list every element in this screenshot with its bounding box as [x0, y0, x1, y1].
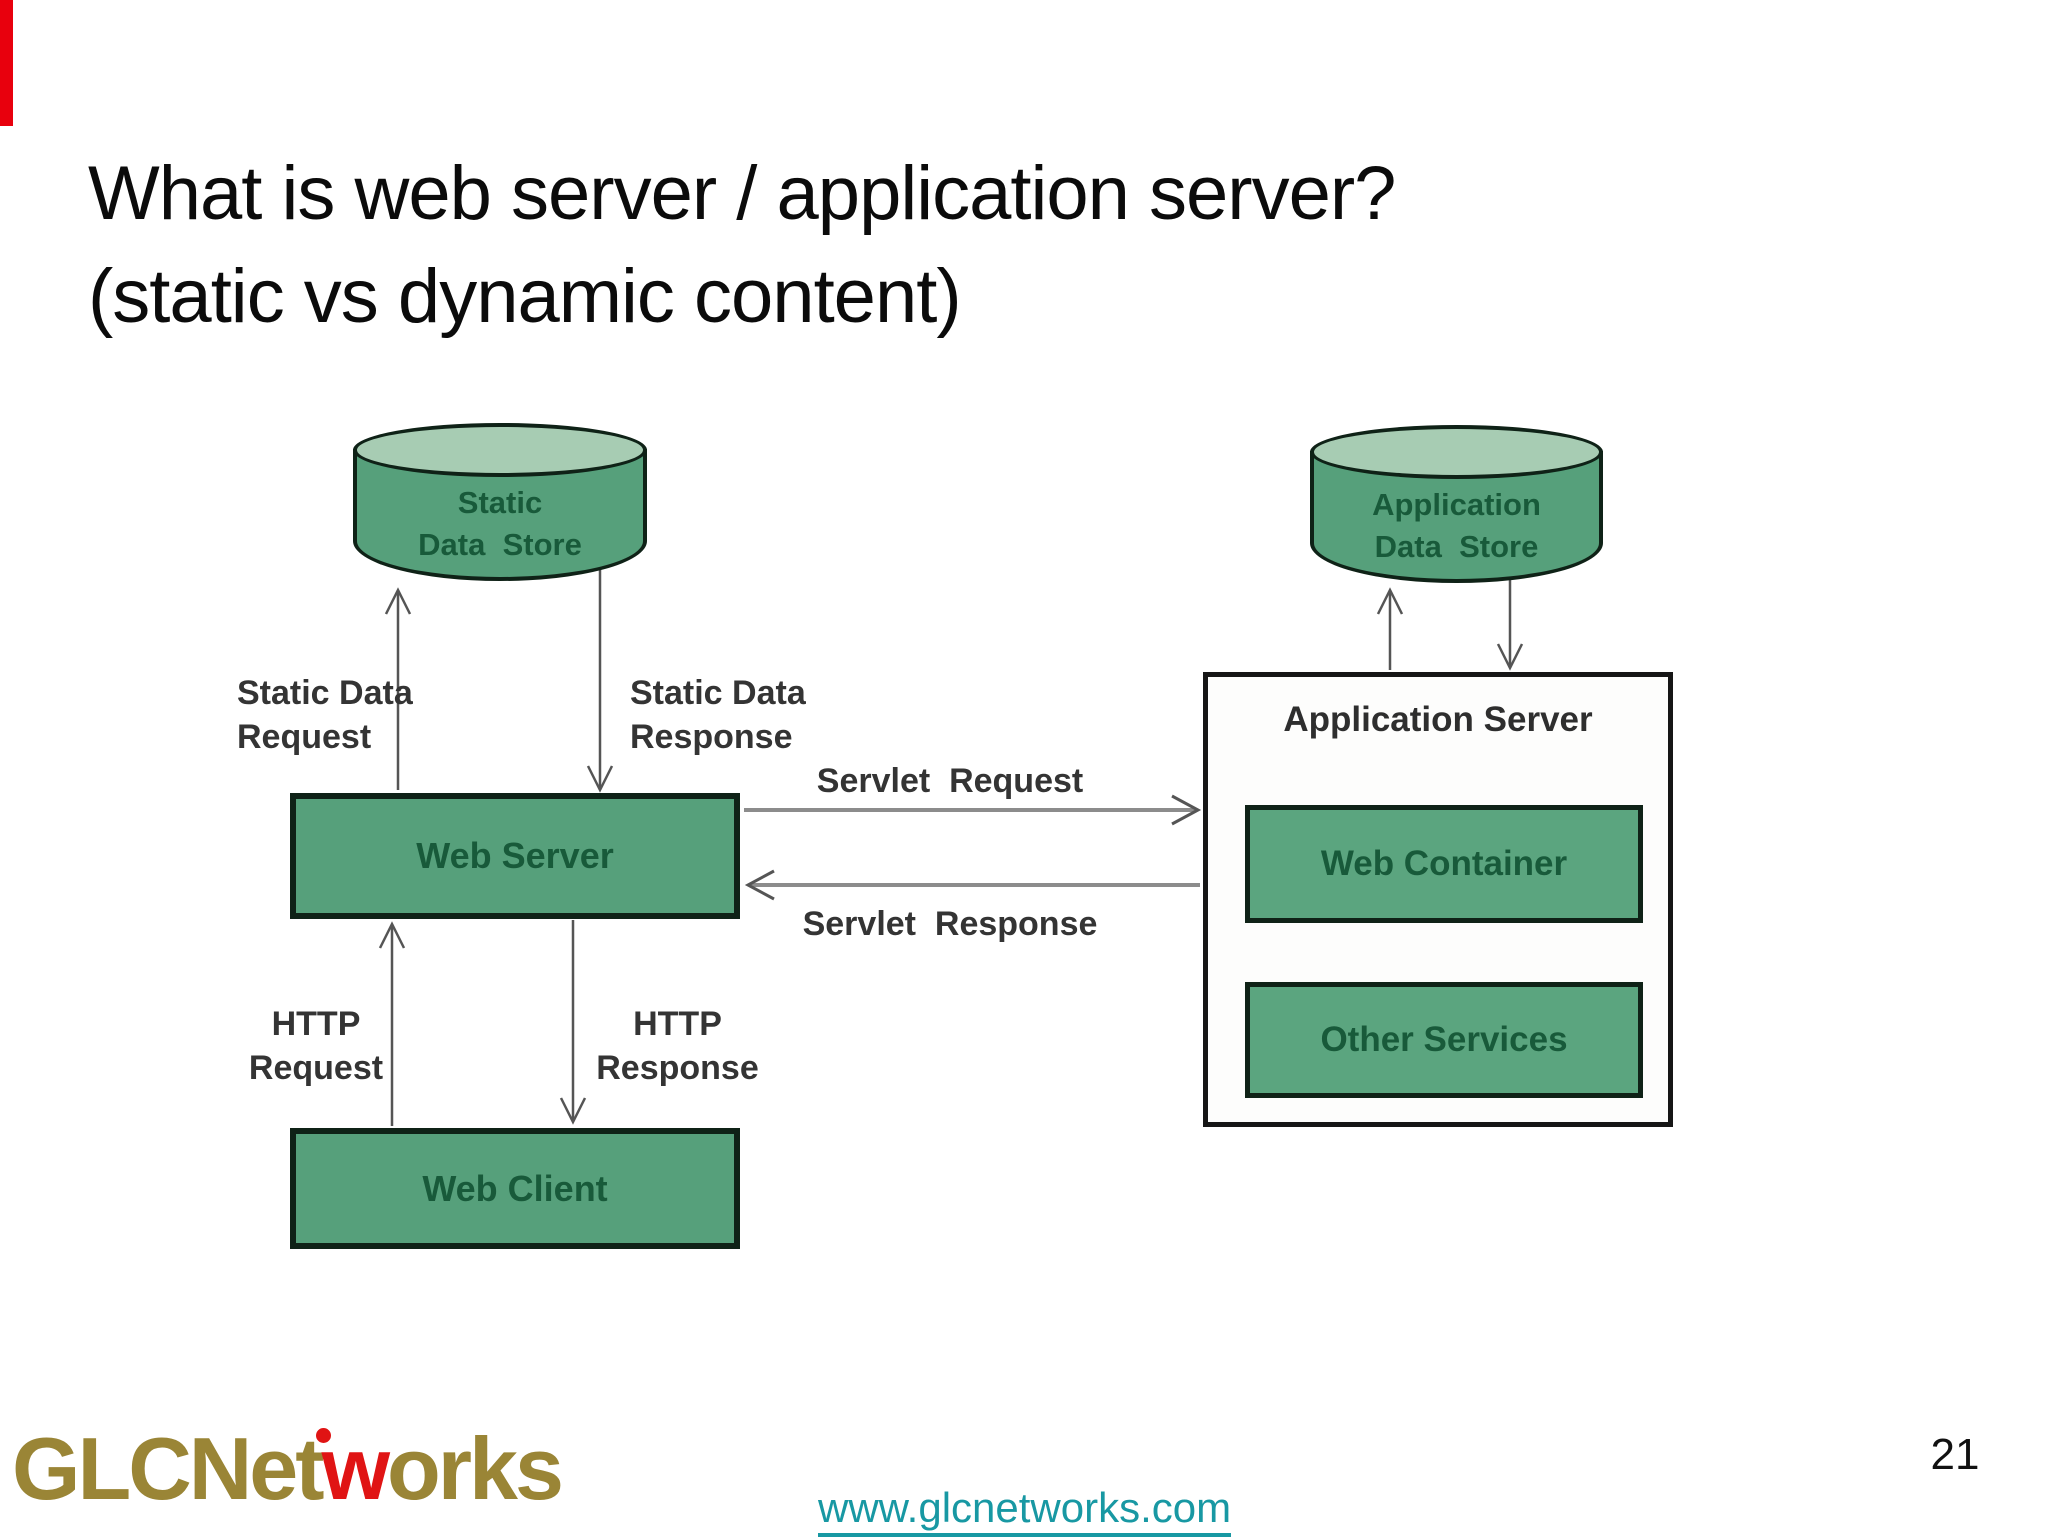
logo-dot-icon — [316, 1428, 331, 1443]
servlet-response-arrow — [744, 869, 1200, 901]
servlet-request-label: Servlet Request — [816, 762, 1084, 800]
cylinder-top — [1310, 425, 1603, 479]
http-request-label: HTTP Request — [248, 1005, 384, 1087]
glcnetworks-logo: GLCNetworks — [12, 1418, 564, 1520]
http-response-arrow — [559, 920, 587, 1125]
static-data-response-arrow — [586, 556, 614, 793]
page-title: What is web server / application server?… — [88, 142, 1808, 349]
title-line-1: What is web server / application server? — [88, 151, 1396, 236]
static-data-store-node: Static Data Store — [353, 423, 647, 581]
web-server-label: Web Server — [416, 835, 614, 876]
static-data-request-label: Static Data Request — [237, 674, 413, 756]
application-data-store-label: Application Data Store — [1372, 487, 1541, 564]
cylinder-body — [353, 449, 647, 581]
application-server-label: Application Server — [1283, 700, 1593, 739]
web-container-label: Web Container — [1320, 844, 1568, 883]
app-store-write-arrow — [1376, 587, 1404, 670]
static-data-store-label: Static Data Store — [418, 485, 582, 562]
web-server-node: Web Server — [290, 793, 740, 919]
red-stripe-decoration — [0, 0, 13, 126]
logo-text-red-w: w — [321, 1419, 390, 1518]
http-response-label: HTTP Response — [596, 1005, 759, 1087]
application-data-store-node: Application Data Store — [1310, 425, 1603, 583]
logo-text-gold-2: orks — [387, 1419, 564, 1518]
web-container-node: Web Container — [1245, 805, 1643, 923]
cylinder-top — [353, 423, 647, 477]
other-services-label: Other Services — [1320, 1020, 1568, 1059]
other-services-node: Other Services — [1245, 982, 1643, 1098]
static-data-response-label: Static Data Response — [630, 674, 806, 756]
title-line-2: (static vs dynamic content) — [88, 254, 962, 340]
web-client-label: Web Client — [422, 1167, 608, 1209]
page-number: 21 — [1930, 1430, 1980, 1479]
logo-text-gold: GLCNet — [12, 1419, 325, 1518]
web-client-node: Web Client — [290, 1128, 740, 1249]
website-link[interactable]: www.glcnetworks.com — [818, 1484, 1232, 1537]
servlet-response-label: Servlet Response — [802, 905, 1098, 943]
